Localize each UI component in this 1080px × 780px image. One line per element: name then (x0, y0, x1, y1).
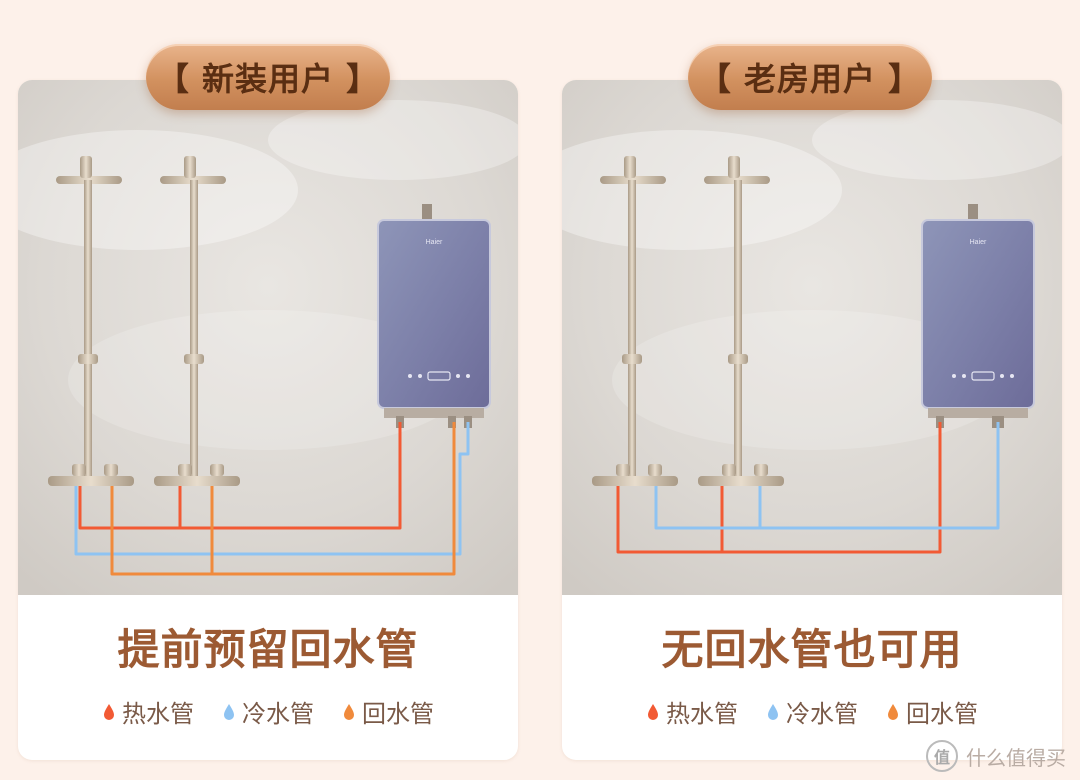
cold-pipe (654, 422, 1000, 530)
scene-illustration: Haier (18, 80, 518, 595)
heater-brand-logo: Haier (970, 239, 987, 246)
badge-old-house: 【 老房用户 】 (688, 44, 932, 110)
water-heater: Haier (921, 204, 1035, 428)
legend: 热水管 冷水管 回水管 (562, 694, 1062, 729)
shower-column-2 (154, 156, 240, 486)
legend-label: 冷水管 (786, 700, 858, 728)
watermark: 值 什么值得买 (926, 740, 1066, 772)
watermark-text: 什么值得买 (966, 745, 1066, 770)
scene-illustration: Haier (562, 80, 1062, 595)
panel-old-house: Haier 无回水管也可用 (562, 80, 1062, 760)
water-drop-icon (344, 703, 354, 720)
caption-old-house: 无回水管也可用 (661, 625, 963, 674)
scene-new-install: Haier (18, 80, 518, 595)
caption-new-install: 提前预留回水管 (117, 625, 419, 674)
watermark-logo-icon: 值 (926, 740, 958, 772)
shower-column-1 (592, 156, 678, 486)
shower-column-2 (698, 156, 784, 486)
hot-pipe (78, 422, 402, 530)
legend-label: 回水管 (362, 700, 434, 728)
water-drop-icon (768, 703, 778, 720)
water-heater: Haier (377, 204, 491, 428)
legend-label: 热水管 (666, 700, 738, 728)
badge-new-install: 【 新装用户 】 (146, 44, 390, 110)
legend-label: 热水管 (122, 700, 194, 728)
water-drop-icon (104, 703, 114, 720)
panel-new-install: Haier (18, 80, 518, 760)
cold-pipe (74, 422, 470, 556)
legend-hot: 热水管 (646, 694, 738, 729)
return-pipe (110, 422, 456, 576)
pipe-network (74, 422, 470, 576)
legend-return: 回水管 (886, 694, 978, 729)
legend: 热水管 冷水管 回水管 (18, 694, 518, 729)
heater-brand-logo: Haier (426, 239, 443, 246)
legend-label: 回水管 (906, 700, 978, 728)
pipe-network (616, 422, 1000, 554)
shower-column-1 (48, 156, 134, 486)
scene-old-house: Haier (562, 80, 1062, 595)
hot-pipe (616, 422, 942, 554)
legend-label: 冷水管 (242, 700, 314, 728)
water-drop-icon (224, 703, 234, 720)
legend-return: 回水管 (342, 694, 434, 729)
legend-cold: 冷水管 (222, 694, 314, 729)
legend-cold: 冷水管 (766, 694, 858, 729)
water-drop-icon (648, 703, 658, 720)
legend-hot: 热水管 (102, 694, 194, 729)
water-drop-icon (888, 703, 898, 720)
